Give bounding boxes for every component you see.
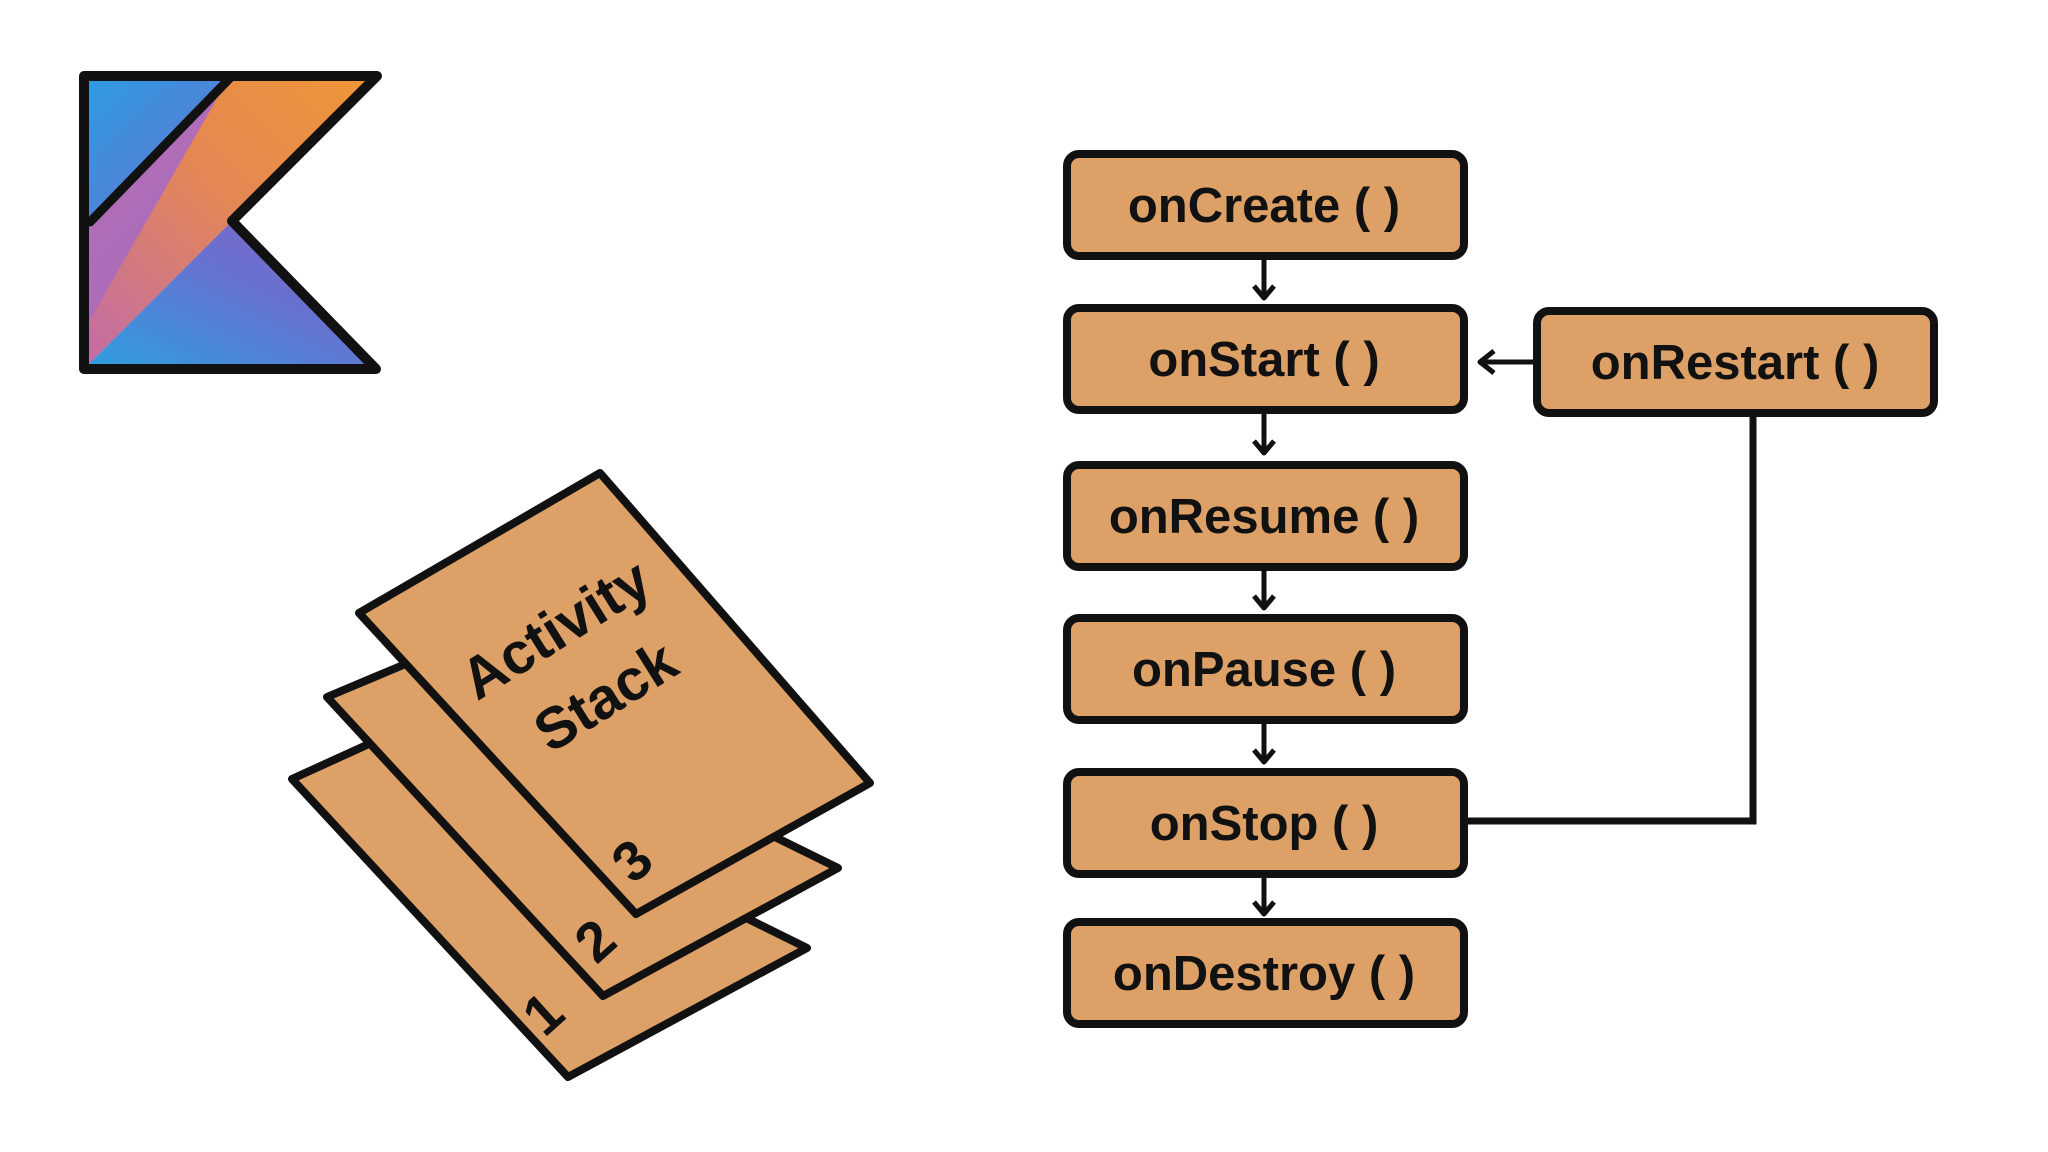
arrow-pause-to-stop: [1252, 720, 1276, 765]
logo-bottom-triangle: [84, 221, 376, 369]
connector-stop-to-restart: [1464, 413, 1757, 825]
activity-stack: 1 2 3 Activity Stack: [288, 469, 874, 1081]
on-destroy-box: onDestroy ( ): [1063, 918, 1468, 1028]
arrow-create-to-start: [1252, 256, 1276, 301]
stack-page-3: [355, 469, 874, 918]
on-pause-box: onPause ( ): [1063, 614, 1468, 724]
on-resume-box: onResume ( ): [1063, 461, 1468, 571]
arrow-resume-to-pause: [1252, 567, 1276, 611]
on-create-label: onCreate ( ): [1128, 179, 1400, 233]
on-pause-label: onPause ( ): [1132, 643, 1396, 697]
on-start-label: onStart ( ): [1148, 333, 1379, 387]
on-destroy-label: onDestroy ( ): [1113, 947, 1415, 1001]
lifecycle-boxes: onCreate ( ) onStart ( ) onResume ( ) on…: [1063, 150, 1938, 1028]
on-start-box: onStart ( ): [1063, 304, 1468, 414]
on-restart-box: onRestart ( ): [1533, 307, 1938, 417]
logo-outline: [79, 71, 382, 374]
arrow-start-to-resume: [1252, 410, 1276, 456]
on-stop-label: onStop ( ): [1150, 797, 1379, 851]
kotlin-logo-icon: [79, 71, 382, 374]
lifecycle-connectors: [1252, 256, 1757, 917]
on-restart-label: onRestart ( ): [1591, 336, 1880, 390]
on-create-box: onCreate ( ): [1063, 150, 1468, 260]
arrow-restart-to-start: [1477, 349, 1537, 375]
on-stop-box: onStop ( ): [1063, 768, 1468, 878]
arrow-stop-to-destroy: [1252, 874, 1276, 917]
on-resume-label: onResume ( ): [1109, 490, 1419, 544]
